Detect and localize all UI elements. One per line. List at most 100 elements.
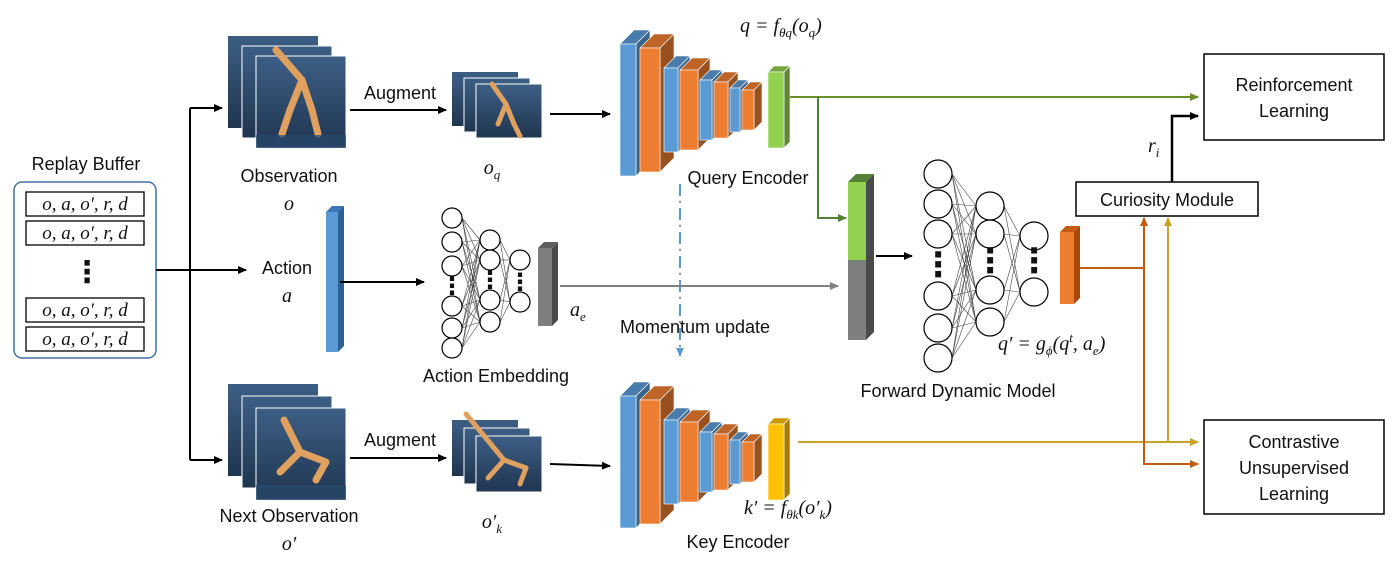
action-embedding-symbol: ae: [570, 299, 586, 324]
neuron: [441, 317, 463, 339]
encoder-output-vector: [767, 417, 791, 501]
contrastive-learning-box: [1203, 419, 1385, 515]
cl-line-2: Unsupervised: [1239, 458, 1349, 478]
key-formula: k′ = fθk(o′k): [744, 497, 832, 522]
buffer-row: [25, 191, 145, 217]
buffer-row-text: o, a, o′, r, d: [42, 223, 128, 244]
observation-label: Observation: [240, 166, 337, 186]
momentum-update-label: Momentum update: [620, 317, 770, 337]
rl-line-2: Learning: [1259, 101, 1329, 121]
neuron-ellipsis: ⋮: [921, 247, 955, 284]
neuron: [441, 337, 463, 359]
query-formula: q = fθq(oq): [740, 15, 822, 40]
neuron: [479, 249, 501, 271]
walker-robot-icon: [272, 46, 322, 138]
neuron: [479, 289, 501, 311]
observation-frames: [228, 36, 347, 149]
observation-symbol: o: [284, 193, 294, 215]
augmented-key-frames: [452, 411, 543, 493]
buffer-row: [25, 326, 145, 352]
neuron: [923, 281, 953, 311]
query-encoder-label: Query Encoder: [687, 168, 808, 188]
neuron: [975, 219, 1005, 249]
action-label: Action: [262, 258, 312, 278]
curiosity-module-label: Curiosity Module: [1100, 190, 1234, 210]
walker-robot-icon: [463, 411, 529, 487]
forward-model-label: Forward Dynamic Model: [860, 381, 1055, 401]
neuron: [1019, 277, 1049, 307]
action-embedding-label: Action Embedding: [423, 366, 569, 386]
neuron: [441, 231, 463, 253]
neuron: [975, 307, 1005, 337]
prediction-flow-arrows: [1080, 217, 1199, 468]
action-embedding-vector: [538, 242, 558, 326]
augment-bottom-label: Augment: [364, 430, 436, 450]
to-key-encoder-arrow: [549, 461, 611, 470]
neuron: [923, 159, 953, 189]
neuron-ellipsis: ⋮: [478, 267, 502, 294]
forward-dynamic-network: ⋮ ⋮ ⋮: [921, 159, 1051, 373]
query-flow-arrows: [790, 93, 1199, 222]
network-edges: [461, 217, 511, 349]
neuron: [923, 313, 953, 343]
neuron: [441, 207, 463, 229]
neuron: [1019, 221, 1049, 251]
neuron: [479, 311, 501, 333]
neuron: [975, 275, 1005, 305]
neuron: [975, 191, 1005, 221]
neuron: [509, 249, 531, 271]
neuron-ellipsis: ⋮: [973, 243, 1007, 280]
buffer-row-text: o, a, o′, r, d: [42, 300, 128, 321]
neuron: [923, 219, 953, 249]
augment-top-label: Augment: [364, 83, 436, 103]
reinforcement-learning-box: [1203, 53, 1385, 141]
neuron: [479, 229, 501, 251]
action-vector: [326, 206, 344, 352]
neuron: [441, 295, 463, 317]
encoder-output-vector: [767, 65, 791, 149]
neuron: [509, 291, 531, 313]
neuron-ellipsis: ⋮: [1017, 243, 1051, 280]
replay-buffer: Replay Buffer o, a, o′, r, d o, a, o′, r…: [13, 154, 157, 359]
forward-output-vector: [1060, 226, 1080, 304]
neuron-ellipsis: ⋮: [440, 273, 464, 300]
neuron: [923, 189, 953, 219]
walker-robot-icon: [489, 81, 523, 139]
buffer-row: [25, 220, 145, 246]
forward-formula: q′ = gϕ(qt, ae): [998, 330, 1106, 358]
cl-line-1: Contrastive: [1248, 432, 1339, 452]
buffer-branch-arrows: [156, 104, 247, 464]
query-encoder: [619, 29, 791, 177]
reward-arrow: [1170, 112, 1199, 182]
rl-line-1: Reinforcement: [1235, 75, 1352, 95]
neuron-ellipsis: ⋮: [508, 269, 532, 296]
action-symbol: a: [282, 285, 292, 307]
neuron: [923, 343, 953, 373]
buffer-ellipsis: ⋮: [72, 256, 102, 289]
conv-layer: [741, 81, 763, 131]
svg-text:k′ = fθk(o′k): k′ = fθk(o′k): [744, 497, 832, 522]
network-edges: [951, 173, 1021, 359]
svg-text:q = fθq(oq): q = fθq(oq): [740, 15, 822, 40]
key-encoder-label: Key Encoder: [686, 532, 789, 552]
cl-line-3: Learning: [1259, 484, 1329, 504]
augmented-query-frames: [452, 72, 543, 139]
replay-buffer-title: Replay Buffer: [32, 154, 141, 174]
intrinsic-reward-symbol: ri: [1148, 135, 1160, 160]
neuron: [441, 255, 463, 277]
buffer-row: [25, 297, 145, 323]
augment-top-symbol: oq: [484, 157, 501, 182]
key-flow-arrows: [798, 217, 1199, 446]
walker-robot-icon: [276, 416, 330, 484]
next-observation-label: Next Observation: [219, 506, 358, 526]
curiosity-module-box: [1075, 181, 1259, 217]
next-observation-frames: [228, 384, 347, 501]
augment-bottom-symbol: o′k: [482, 511, 502, 536]
key-encoder: [619, 381, 791, 529]
concat-vector: [848, 174, 874, 340]
buffer-row-text: o, a, o′, r, d: [42, 329, 128, 350]
conv-layer: [741, 433, 763, 483]
buffer-row-text: o, a, o′, r, d: [42, 194, 128, 215]
action-embedding-network: ⋮⋮⋮: [440, 207, 532, 359]
